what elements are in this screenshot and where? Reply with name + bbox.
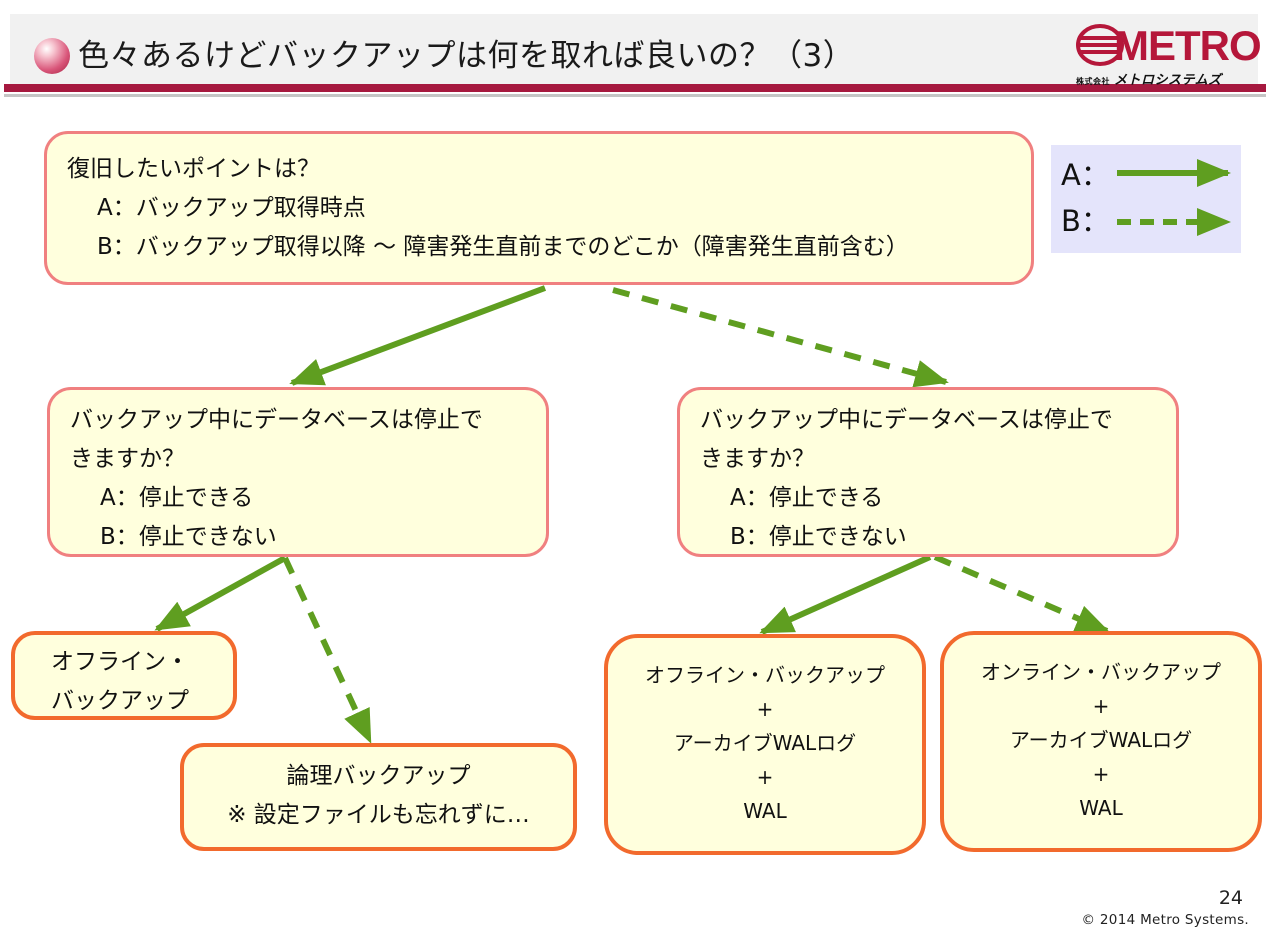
logo-sub-main: メトロシステムズ <box>1114 72 1222 87</box>
offline-backup-box: オフライン・ バックアップ <box>11 631 237 720</box>
res-left-line3: WAL <box>743 799 787 823</box>
res-right-line2: アーカイブWALログ <box>1009 728 1193 752</box>
root-option-a: A：バックアップ取得時点 <box>97 195 366 221</box>
slide-title: 色々あるけどバックアップは何を取れば良いの？（3） <box>78 38 855 74</box>
copyright: © 2014 Metro Systems. <box>1081 912 1249 928</box>
page-number: 24 <box>1218 887 1243 909</box>
right-question-line1: バックアップ中にデータベースは停止で <box>700 407 1113 433</box>
res-right-plus2: + <box>1092 762 1110 786</box>
logical-backup-box: 論理バックアップ ※ 設定ファイルも忘れずに… <box>180 743 577 851</box>
root-question-box: 復旧したいポイントは？ A：バックアップ取得時点 B：バックアップ取得以降 〜 … <box>44 131 1034 285</box>
title-bullet-icon <box>34 38 70 74</box>
res-left-plus2: + <box>756 765 774 789</box>
left-question-line1: バックアップ中にデータベースは停止で <box>70 407 483 433</box>
right-option-a: A：停止できる <box>730 485 884 511</box>
legend-a-label: A： <box>1061 158 1110 192</box>
company-logo: METRO 株式会社メトロシステムズ <box>1076 22 1262 87</box>
online-wal-result-box: オンライン・バックアップ + アーカイブWALログ + WAL <box>940 631 1262 852</box>
globe-icon <box>1076 24 1124 66</box>
offline-wal-result-box: オフライン・バックアップ + アーカイブWALログ + WAL <box>604 634 926 855</box>
res-left-line2: アーカイブWALログ <box>673 731 857 755</box>
arrow-left-to-offline-a <box>154 555 287 632</box>
offline-line2: バックアップ <box>51 688 189 714</box>
arrow-left-to-logical-b <box>282 556 373 744</box>
offline-line1: オフライン・ <box>51 649 189 675</box>
right-question-box: バックアップ中にデータベースは停止で きますか？ A：停止できる B：停止できな… <box>677 387 1179 557</box>
res-right-line3: WAL <box>1079 796 1123 820</box>
logo-wordmark: METRO <box>1114 22 1262 69</box>
logo-subtitle: 株式会社メトロシステムズ <box>1076 69 1222 88</box>
legend-b-label: B： <box>1061 204 1110 238</box>
right-question-line2: きますか？ <box>700 446 815 472</box>
logo-sub-small: 株式会社 <box>1076 77 1110 86</box>
logical-line1: 論理バックアップ <box>286 763 471 789</box>
res-right-plus1: + <box>1092 694 1110 718</box>
left-option-a: A：停止できる <box>100 485 254 511</box>
arrow-right-to-online-wal-b <box>933 554 1110 634</box>
slide-header <box>10 14 1258 84</box>
left-question-line2: きますか？ <box>70 446 185 472</box>
arrow-right-to-offline-wal-a <box>759 554 932 635</box>
left-question-box: バックアップ中にデータベースは停止で きますか？ A：停止できる B：停止できな… <box>47 387 549 557</box>
root-option-b: B：バックアップ取得以降 〜 障害発生直前までのどこか（障害発生直前含む） <box>97 234 909 260</box>
res-left-line1: オフライン・バックアップ <box>645 663 885 687</box>
logical-line2: ※ 設定ファイルも忘れずに… <box>227 802 530 828</box>
header-divider <box>4 84 1266 92</box>
arrow-root-to-left-a <box>289 285 547 386</box>
header-divider-shadow <box>4 94 1266 97</box>
right-option-b: B：停止できない <box>730 524 907 550</box>
res-left-plus1: + <box>756 697 774 721</box>
root-question: 復旧したいポイントは？ <box>67 156 320 182</box>
res-right-line1: オンライン・バックアップ <box>981 660 1221 684</box>
left-option-b: B：停止できない <box>100 524 277 550</box>
